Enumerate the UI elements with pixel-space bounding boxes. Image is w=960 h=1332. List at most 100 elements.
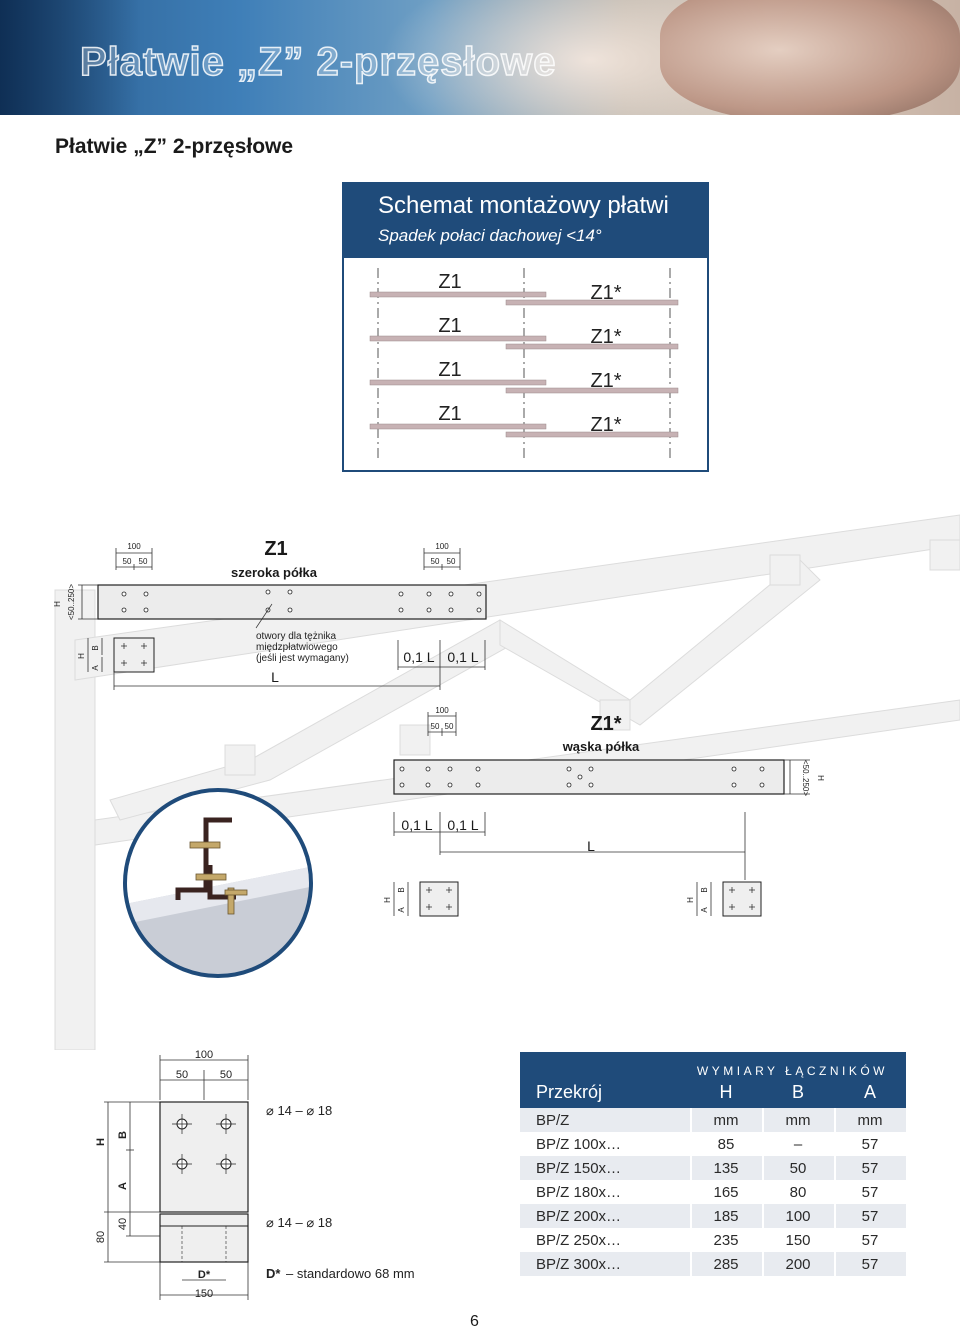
schema-label-z1-star: Z1*: [590, 282, 621, 304]
schema-header: Schemat montażowy płatwi Spadek połaci d…: [344, 184, 707, 258]
column-separator: [834, 1108, 836, 1276]
cell: 57: [861, 1183, 879, 1201]
z1-dim-L: L: [271, 669, 279, 685]
table-row: BP/Z mm mm mm: [520, 1108, 906, 1132]
cell: 165: [713, 1183, 739, 1201]
conn-dim-d: D*: [198, 1269, 211, 1281]
table-row: BP/Z 200x… 185 100 57: [520, 1204, 906, 1228]
conn-dim-b: B: [117, 1131, 129, 1139]
cell: BP/Z: [536, 1111, 570, 1129]
z1-dim-50: 50: [431, 557, 440, 566]
cell: 57: [861, 1135, 879, 1153]
connector-dimensions-table: WYMIARY ŁĄCZNIKÓW Przekrój H B A BP/Z mm…: [520, 1052, 906, 1276]
cell: 285: [713, 1255, 739, 1273]
z1s-dim-50: 50: [431, 722, 440, 731]
z1-dim-h: H: [53, 601, 62, 607]
schema-label-z1-star: Z1*: [590, 326, 621, 348]
conn-dim-a: A: [117, 1182, 129, 1190]
table-caption: WYMIARY ŁĄCZNIKÓW: [696, 1064, 888, 1078]
z1-dim-100: 100: [435, 542, 449, 551]
z1-dim-a: A: [91, 665, 100, 671]
schema-diagram: Z1 Z1 Z1 Z1 Z1* Z1* Z1* Z1*: [369, 268, 679, 458]
plate2-dim-h: H: [686, 897, 695, 903]
z1-dim-50: 50: [123, 557, 132, 566]
cell: 135: [713, 1159, 739, 1177]
z1-title: Z1: [264, 538, 287, 560]
z1-dim-b: B: [91, 645, 100, 650]
schema-label-z1: Z1: [438, 359, 461, 381]
note-line-3: (jeśli jest wymagany): [256, 653, 349, 664]
z1s-connector-plate-1: [393, 881, 459, 917]
z1-beam: [97, 584, 487, 620]
table-row: BP/Z 180x… 165 80 57: [520, 1180, 906, 1204]
table-header-row: Przekrój H B A: [520, 1082, 906, 1103]
z1s-holes: [399, 766, 765, 788]
page-number: 6: [470, 1313, 479, 1330]
note-line-1: otwory dla tężnika: [256, 631, 336, 642]
cell: BP/Z 150x…: [536, 1159, 622, 1177]
header-przekroj: Przekrój: [536, 1082, 603, 1102]
table-row: BP/Z 150x… 135 50 57: [520, 1156, 906, 1180]
note-leader: [255, 603, 273, 629]
z1s-dim-01L: 0,1 L: [401, 817, 432, 833]
cell: 57: [861, 1159, 879, 1177]
z1s-beam: [393, 759, 785, 795]
table-header: WYMIARY ŁĄCZNIKÓW Przekrój H B A: [520, 1052, 906, 1108]
z1-dim-h-plate: H: [77, 653, 86, 659]
cell: 57: [861, 1207, 879, 1225]
connector-plate-face: [159, 1101, 249, 1213]
z1s-title: Z1*: [590, 713, 621, 735]
conn-dim-150: 150: [195, 1288, 213, 1300]
cell: BP/Z 300x…: [536, 1255, 622, 1273]
table-row: BP/Z 250x… 235 150 57: [520, 1228, 906, 1252]
conn-dim-50: 50: [220, 1069, 232, 1081]
column-separator: [762, 1108, 764, 1276]
plate1-dim-h: H: [383, 897, 392, 903]
header-h: H: [719, 1082, 733, 1102]
hole-diameter-label: ⌀ 14 – ⌀ 18: [266, 1215, 332, 1230]
cell: BP/Z 180x…: [536, 1183, 622, 1201]
cell: 100: [785, 1207, 811, 1225]
cell: 57: [861, 1231, 879, 1249]
column-separator: [690, 1108, 692, 1276]
table-row: BP/Z 100x… 85 – 57: [520, 1132, 906, 1156]
table-row: BP/Z 300x… 285 200 57: [520, 1252, 906, 1276]
hole-diameter-label: ⌀ 14 – ⌀ 18: [266, 1103, 332, 1118]
table-body: BP/Z mm mm mm BP/Z 100x… 85 – 57 BP/Z 15…: [520, 1108, 906, 1276]
cell: mm: [785, 1111, 811, 1129]
banner-steel-coil-image: [660, 0, 960, 115]
schema-label-z1: Z1: [438, 315, 461, 337]
cell: 150: [785, 1231, 811, 1249]
cell: 85: [717, 1135, 735, 1153]
plate1-dim-a: A: [397, 907, 406, 913]
conn-dim-100: 100: [195, 1049, 213, 1061]
cell: 185: [713, 1207, 739, 1225]
z1s-dim-01L: 0,1 L: [447, 817, 478, 833]
schema-label-z1-star: Z1*: [590, 370, 621, 392]
plate1-dim-b: B: [397, 887, 406, 892]
z1s-dim-50: 50: [445, 722, 454, 731]
cell: BP/Z 200x…: [536, 1207, 622, 1225]
z1s-dim-range: <50..250>: [801, 760, 810, 796]
z1-dim-01L: 0,1 L: [447, 649, 478, 665]
cell: 57: [861, 1255, 879, 1273]
banner-shade: [0, 0, 140, 115]
cell: –: [793, 1135, 803, 1153]
conn-dim-80: 80: [95, 1231, 107, 1243]
header-a: A: [863, 1082, 876, 1102]
cell: mm: [713, 1111, 739, 1129]
cell: 80: [789, 1183, 807, 1201]
z1-dim-50: 50: [139, 557, 148, 566]
d-note-key: D*: [266, 1266, 281, 1281]
cell: BP/Z 250x…: [536, 1231, 622, 1249]
z1-dim-01L: 0,1 L: [403, 649, 434, 665]
z1-dim-100: 100: [127, 542, 141, 551]
d-note-text: – standardowo 68 mm: [286, 1266, 415, 1281]
z1s-dim-L: L: [587, 838, 595, 854]
plate2-dim-b: B: [700, 887, 709, 892]
banner-title: Płatwie „Z” 2-przęsłowe: [79, 39, 557, 85]
purlin-drawing: 100 50 50 100 50 50 Z1 szeroka półka H <…: [53, 514, 960, 1050]
page-title: Płatwie „Z” 2-przęsłowe: [55, 135, 294, 158]
schema-label-z1: Z1: [438, 271, 461, 293]
schema-label-z1: Z1: [438, 403, 461, 425]
